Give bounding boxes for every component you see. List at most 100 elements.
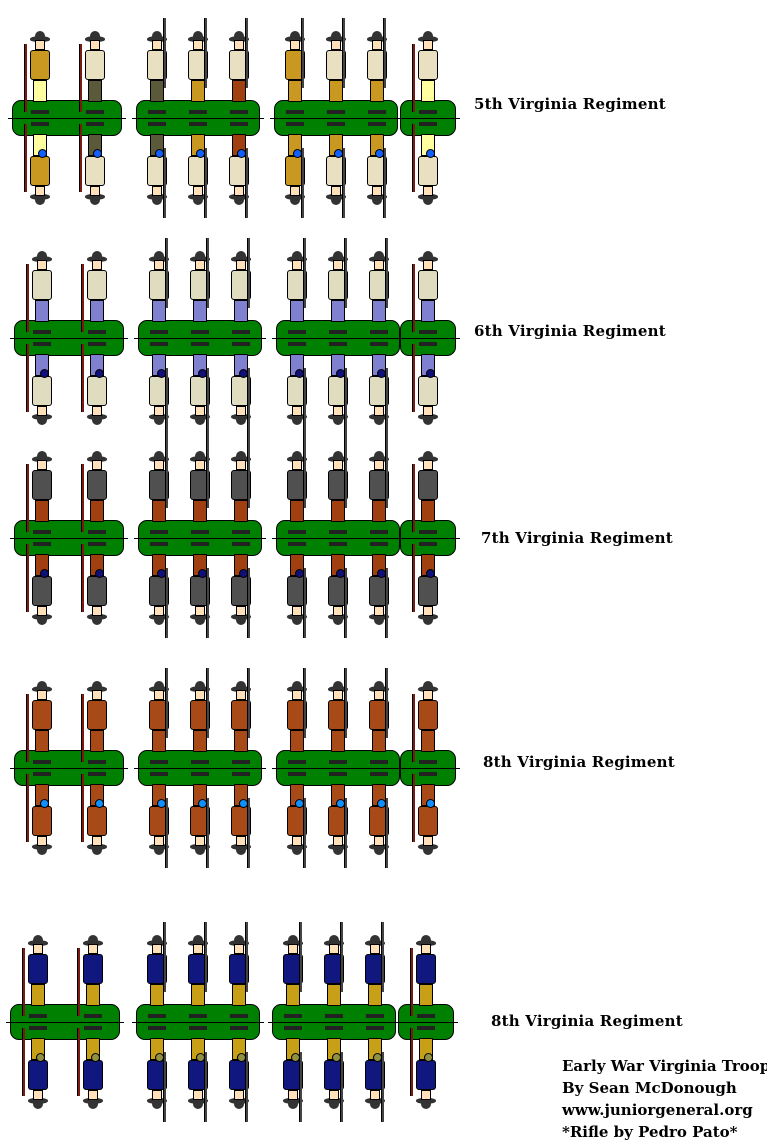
musket-icon (245, 922, 249, 992)
coat (29, 156, 50, 186)
fold-line (10, 538, 128, 539)
head (291, 606, 302, 616)
coat (188, 954, 208, 984)
head (331, 186, 341, 196)
coat (146, 954, 167, 984)
canteen-icon (94, 569, 104, 578)
coat (328, 270, 348, 300)
head (374, 606, 385, 616)
coat (328, 470, 348, 500)
head (372, 186, 383, 196)
coat (418, 50, 438, 80)
hat-icon (286, 451, 307, 462)
boots (83, 1014, 102, 1018)
boots (419, 542, 437, 546)
hat-icon (369, 451, 390, 462)
legs (289, 730, 304, 752)
fold-line (396, 538, 460, 539)
legs (89, 730, 104, 752)
boots (149, 342, 168, 346)
coat (328, 700, 348, 730)
soldier-figure (147, 238, 171, 338)
musket-icon (302, 668, 306, 738)
head (423, 460, 433, 470)
legs (372, 300, 387, 322)
musket-icon (206, 568, 209, 638)
soldier-figure-reversed (145, 118, 169, 218)
boots (287, 342, 306, 346)
fold-line (272, 538, 404, 539)
legs (287, 80, 302, 102)
coat (326, 50, 346, 80)
hat-icon (365, 935, 386, 946)
hat-icon (231, 451, 252, 462)
legs (89, 300, 104, 322)
coat (27, 1060, 48, 1090)
hat-icon (148, 681, 169, 692)
soldier-figure (229, 668, 253, 768)
legs (87, 80, 102, 102)
legs (34, 730, 49, 752)
legs (289, 500, 304, 522)
boots (370, 342, 389, 346)
soldier-figure (147, 668, 171, 768)
boots (87, 342, 106, 346)
soldier-figure-reversed (283, 118, 307, 218)
head (370, 944, 381, 954)
coat (86, 270, 107, 300)
head (329, 1090, 339, 1100)
hat-icon (231, 251, 252, 262)
boots (419, 530, 437, 534)
coat (369, 700, 390, 730)
hat-icon (229, 935, 250, 946)
boots (32, 772, 51, 776)
hat-icon (86, 251, 107, 262)
soldier-figure-reversed (188, 338, 212, 438)
hat-icon (369, 681, 390, 692)
boots (419, 122, 437, 126)
boots (327, 110, 345, 114)
coat (418, 156, 438, 186)
boots (149, 542, 168, 546)
soldier-figure-reversed (326, 768, 350, 868)
boots (370, 330, 389, 334)
head (195, 460, 205, 470)
soldier-figure-reversed (147, 768, 171, 868)
legs (372, 500, 387, 522)
head (423, 260, 433, 270)
soldier-figure-reversed (285, 538, 309, 638)
soldier-figure (145, 18, 169, 118)
soldier-figure (229, 438, 253, 538)
regiment-label-5th: 5th Virginia Regiment (474, 95, 666, 113)
head (195, 406, 205, 416)
fold-line (134, 538, 266, 539)
head (333, 260, 343, 270)
musket-icon (412, 774, 415, 842)
credits-author: By Sean McDonough (562, 1079, 737, 1097)
musket-icon (247, 798, 251, 868)
fold-line (10, 338, 128, 339)
boots (232, 760, 251, 764)
coat (416, 1060, 436, 1090)
hat-icon (418, 251, 438, 262)
soldier-figure-reversed (412, 338, 440, 426)
boots (87, 772, 106, 776)
musket-icon (80, 544, 84, 612)
musket-icon (412, 694, 415, 762)
soldier-figure-reversed (25, 538, 54, 626)
canteen-icon (94, 369, 104, 378)
hat-icon (146, 935, 167, 946)
coat (84, 156, 105, 186)
boots (32, 760, 51, 764)
legs (151, 730, 166, 752)
soldier-figure-reversed (227, 1022, 251, 1122)
musket-icon (206, 798, 209, 868)
legs (368, 984, 383, 1006)
soldier-figure (227, 18, 251, 118)
head (236, 606, 247, 616)
musket-icon (247, 438, 251, 508)
boots (285, 110, 304, 114)
legs (232, 984, 247, 1006)
coat (229, 50, 250, 80)
coat (31, 806, 52, 836)
